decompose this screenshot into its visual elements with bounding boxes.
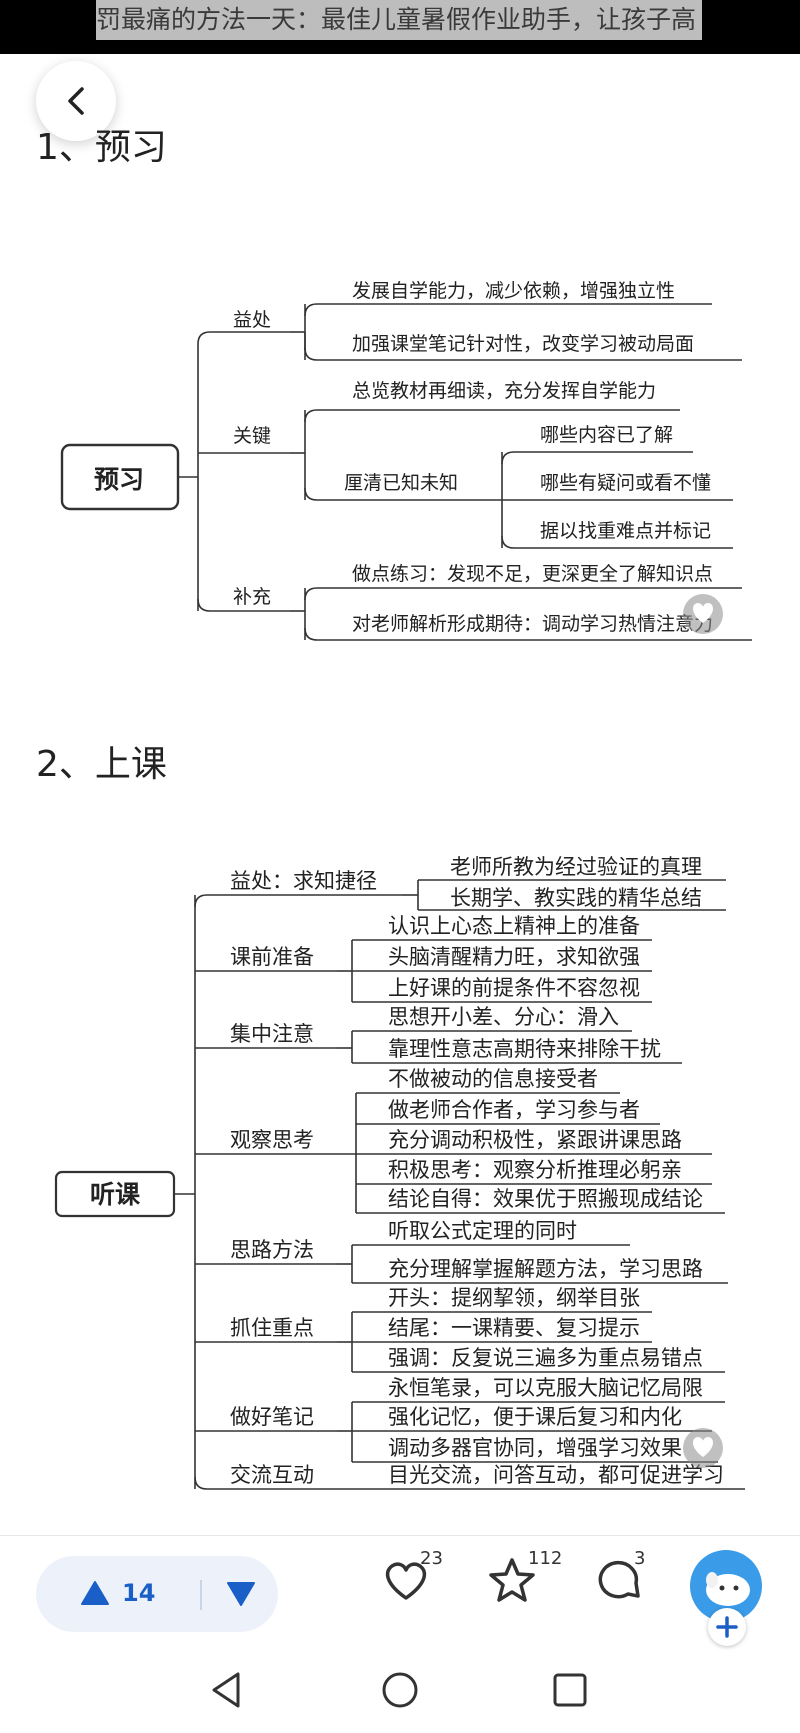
leaf-text: 开头：提纲挈领，纲举目张 [388,1286,640,1310]
branch-label: 观察思考 [230,1128,314,1152]
mindmap-preview: 预习 益处 发展自学能力，减少依赖，增强独立性 加强课堂笔记针对性，改变学习被动… [60,280,752,641]
leaf-text: 对老师解析形成期待：调动学习热情注意力 [352,613,713,635]
leaf-text: 调动多器官协同，增强学习效果 [388,1436,682,1460]
mindmap-root-preview: 预习 [94,465,144,494]
leaf-text: 老师所教为经过验证的真理 [450,855,702,879]
branch-label: 集中注意 [230,1022,314,1046]
favorite-count: 112 [528,1548,563,1569]
branch-label: 交流互动 [230,1463,314,1487]
branch-label-benefit: 益处 [233,309,271,331]
upvote-count: 14 [122,1579,156,1607]
leaf-text: 做点练习：发现不足，更深更全了解知识点 [352,563,713,585]
leaf-text: 强化记忆，便于课后复习和内化 [388,1405,682,1429]
chevron-left-icon [68,87,84,115]
branch-label: 课前准备 [230,945,314,969]
upvote-button[interactable]: 14 [80,1579,155,1607]
avatar-icon [706,1572,750,1606]
leaf-text: 认识上心态上精神上的准备 [388,914,640,938]
leaf-text: 总览教材再细读，充分发挥自学能力 [352,380,656,402]
nav-home-button[interactable] [378,1668,422,1716]
section-title-preview: 1、预习 [36,127,167,168]
section-title-class: 2、上课 [36,744,167,785]
leaf-text: 做老师合作者，学习参与者 [388,1098,640,1122]
sub-branch-label: 厘清已知未知 [344,472,458,494]
leaf-text: 靠理性意志高期待来排除干扰 [388,1037,661,1061]
branch-label-key: 关键 [233,425,271,447]
system-nav-bar [0,1650,800,1733]
branch-label: 思路方法 [230,1238,314,1262]
leaf-text: 不做被动的信息接受者 [388,1067,598,1091]
leaf-text: 充分调动积极性，紧跟讲课思路 [388,1128,682,1152]
comment-button[interactable]: 3 [590,1548,646,1612]
leaf-text: 加强课堂笔记针对性，改变学习被动局面 [352,333,694,355]
triangle-up-icon [81,1581,109,1605]
leaf-text: 发展自学能力，减少依赖，增强独立性 [352,280,675,302]
top-bar: 罚最痛的方法一天：最佳儿童暑假作业助手，让孩子高 [0,0,800,54]
leaf-text: 听取公式定理的同时 [388,1219,577,1243]
leaf-text: 哪些内容已了解 [540,424,673,446]
mindmap-class: 听课 益处：求知捷径 老师所教为经过验证的真理 长期学、教实践的精华总结 课前准… [54,855,745,1490]
leaf-text: 上好课的前提条件不容忽视 [388,976,640,1000]
nav-recents-icon [553,1673,587,1707]
heart-icon [385,1562,427,1600]
nav-back-button[interactable] [206,1668,250,1716]
vote-pill: 14 [36,1556,278,1632]
like-button[interactable]: 23 [378,1548,443,1612]
leaf-text: 长期学、教实践的精华总结 [450,886,702,910]
leaf-text: 哪些有疑问或看不懂 [540,472,711,494]
action-bar: 14 23 112 3 [0,1535,800,1651]
mindmap-root-class: 听课 [90,1180,141,1209]
branch-label: 抓住重点 [230,1316,314,1340]
branch-label-supplement: 补充 [233,586,271,608]
like-count: 23 [420,1548,443,1569]
favorite-button[interactable]: 112 [484,1548,562,1612]
branch-label: 做好笔记 [230,1405,314,1429]
star-icon [489,1558,535,1602]
comment-bubble-icon [598,1560,640,1599]
article-title: 罚最痛的方法一天：最佳儿童暑假作业助手，让孩子高 [96,0,702,40]
follow-button[interactable] [708,1608,746,1646]
leaf-text: 结尾：一课精要、复习提示 [388,1316,640,1340]
triangle-down-icon [227,1582,255,1606]
floating-heart-icon [683,594,723,634]
downvote-button[interactable] [226,1578,256,1612]
nav-back-icon [212,1672,240,1708]
plus-icon [716,1616,738,1638]
leaf-text: 充分理解掌握解题方法，学习思路 [388,1257,703,1281]
back-button[interactable] [36,61,116,141]
divider [200,1580,202,1610]
branch-label: 益处：求知捷径 [230,869,377,893]
leaf-text: 永恒笔录，可以克服大脑记忆局限 [388,1376,703,1400]
leaf-text: 目光交流，问答互动，都可促进学习 [388,1463,724,1487]
leaf-text: 积极思考：观察分析推理必躬亲 [388,1158,682,1182]
leaf-text: 思想开小差、分心：滑入 [388,1005,619,1029]
nav-home-icon [382,1672,418,1708]
nav-recents-button[interactable] [548,1668,592,1716]
leaf-text: 头脑清醒精力旺，求知欲强 [388,945,640,969]
leaf-text: 强调：反复说三遍多为重点易错点 [388,1346,703,1370]
leaf-text: 据以找重难点并标记 [540,520,711,542]
comment-count: 3 [634,1548,646,1569]
leaf-text: 结论自得：效果优于照搬现成结论 [388,1187,703,1211]
floating-heart-icon [683,1428,723,1468]
